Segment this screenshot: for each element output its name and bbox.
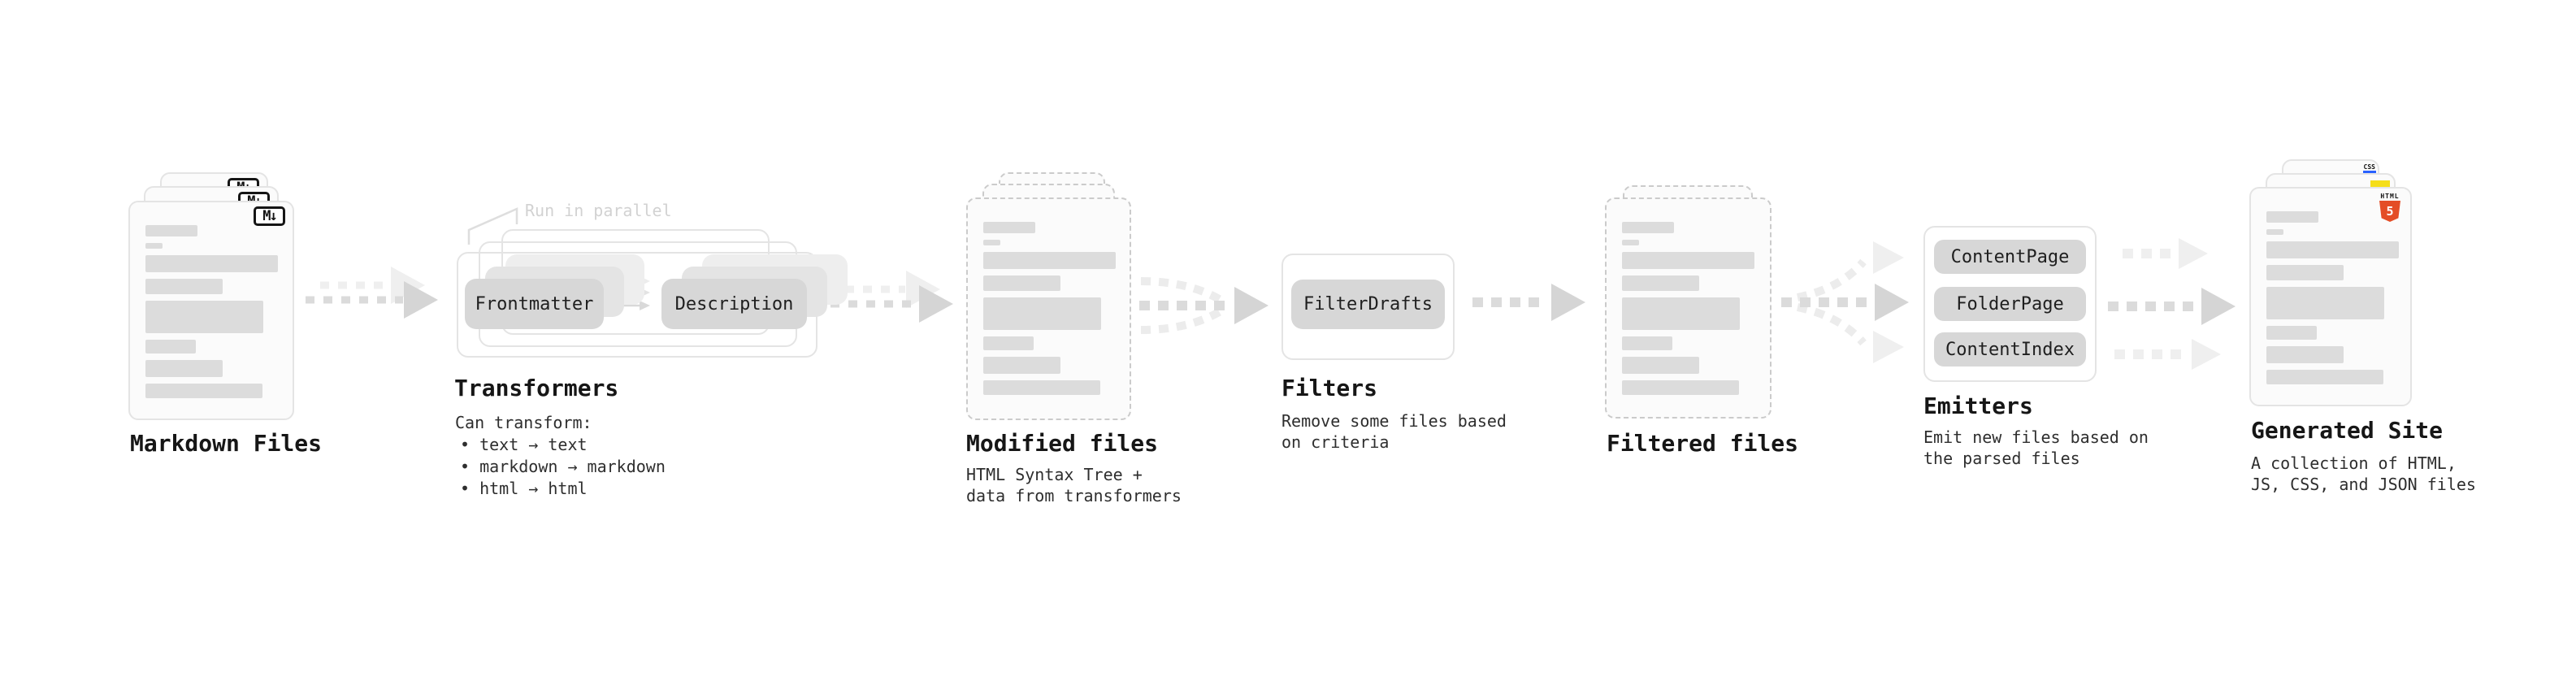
transformers-bullet: • markdown → markdown [460,457,666,476]
generated-site-label: Generated Site [2251,417,2444,444]
node-generated-site: CSS HTML 5 [2249,159,2412,408]
arrow-filtered-to-emitters [1781,241,1909,363]
arrow-transformers-to-modified [830,271,953,323]
arrow-emitters-to-generated-bottom [2114,339,2221,370]
emitters-label: Emitters [1923,393,2033,419]
filters-caption: on criteria [1281,432,1390,452]
modified-files-label: Modified files [966,430,1159,457]
filtered-files-label: Filtered files [1607,430,1799,457]
arrow-emitters-to-generated-top [2123,238,2208,269]
node-markdown-files: M↓ M↓ M↓ [128,159,294,420]
stacked-file-card-front [1605,197,1772,419]
markdown-files-label: Markdown Files [130,430,323,457]
stacked-file-card-front: M↓ [128,201,294,420]
modified-files-caption: data from transformers [966,486,1182,505]
folderpage-pill: FolderPage [1934,287,2086,321]
arrow-filters-to-filtered [1472,284,1585,321]
filters-caption: Remove some files based [1281,411,1507,431]
generated-site-caption: A collection of HTML, [2251,453,2457,473]
run-in-parallel-leader [467,207,518,245]
transformers-bullet: • html → html [460,479,588,498]
arrow-modified-to-filters [1139,277,1268,334]
doc-content-placeholder [2266,211,2399,384]
emitters-caption: Emit new files based on [1923,427,2149,447]
transformers-label: Transformers [454,375,619,401]
contentindex-pill: ContentIndex [1934,332,2086,367]
contentpage-pill: ContentPage [1934,240,2086,274]
arrow-emitters-to-generated-middle [2108,288,2236,325]
css-icon: CSS [2362,163,2376,173]
modified-files-caption: HTML Syntax Tree + [966,465,1143,484]
filters-label: Filters [1281,375,1378,401]
stacked-file-card-front [966,197,1131,420]
transformers-caption: Can transform: [455,413,592,432]
doc-content-placeholder [145,225,278,398]
generated-site-caption: JS, CSS, and JSON files [2251,475,2476,494]
stacked-file-card-front: HTML 5 [2249,187,2412,406]
doc-content-placeholder [983,222,1116,395]
markdown-icon: M↓ [254,206,285,226]
node-filtered-files [1605,185,1772,421]
doc-content-placeholder [1622,222,1754,395]
javascript-icon [2370,180,2390,189]
html5-icon: HTML 5 [2379,193,2401,222]
frontmatter-pill: Frontmatter [465,279,604,329]
node-modified-files [966,172,1131,420]
html5-icon-number: 5 [2386,204,2394,219]
run-in-parallel-annotation: Run in parallel [525,201,672,220]
transformers-bullet: • text → text [460,435,588,454]
emitters-caption: the parsed files [1923,449,2080,468]
filterdrafts-pill: FilterDrafts [1291,280,1445,329]
arrow-markdown-to-transformers [306,267,438,319]
html5-icon-word: HTML [2380,193,2400,200]
description-pill: Description [661,279,807,329]
